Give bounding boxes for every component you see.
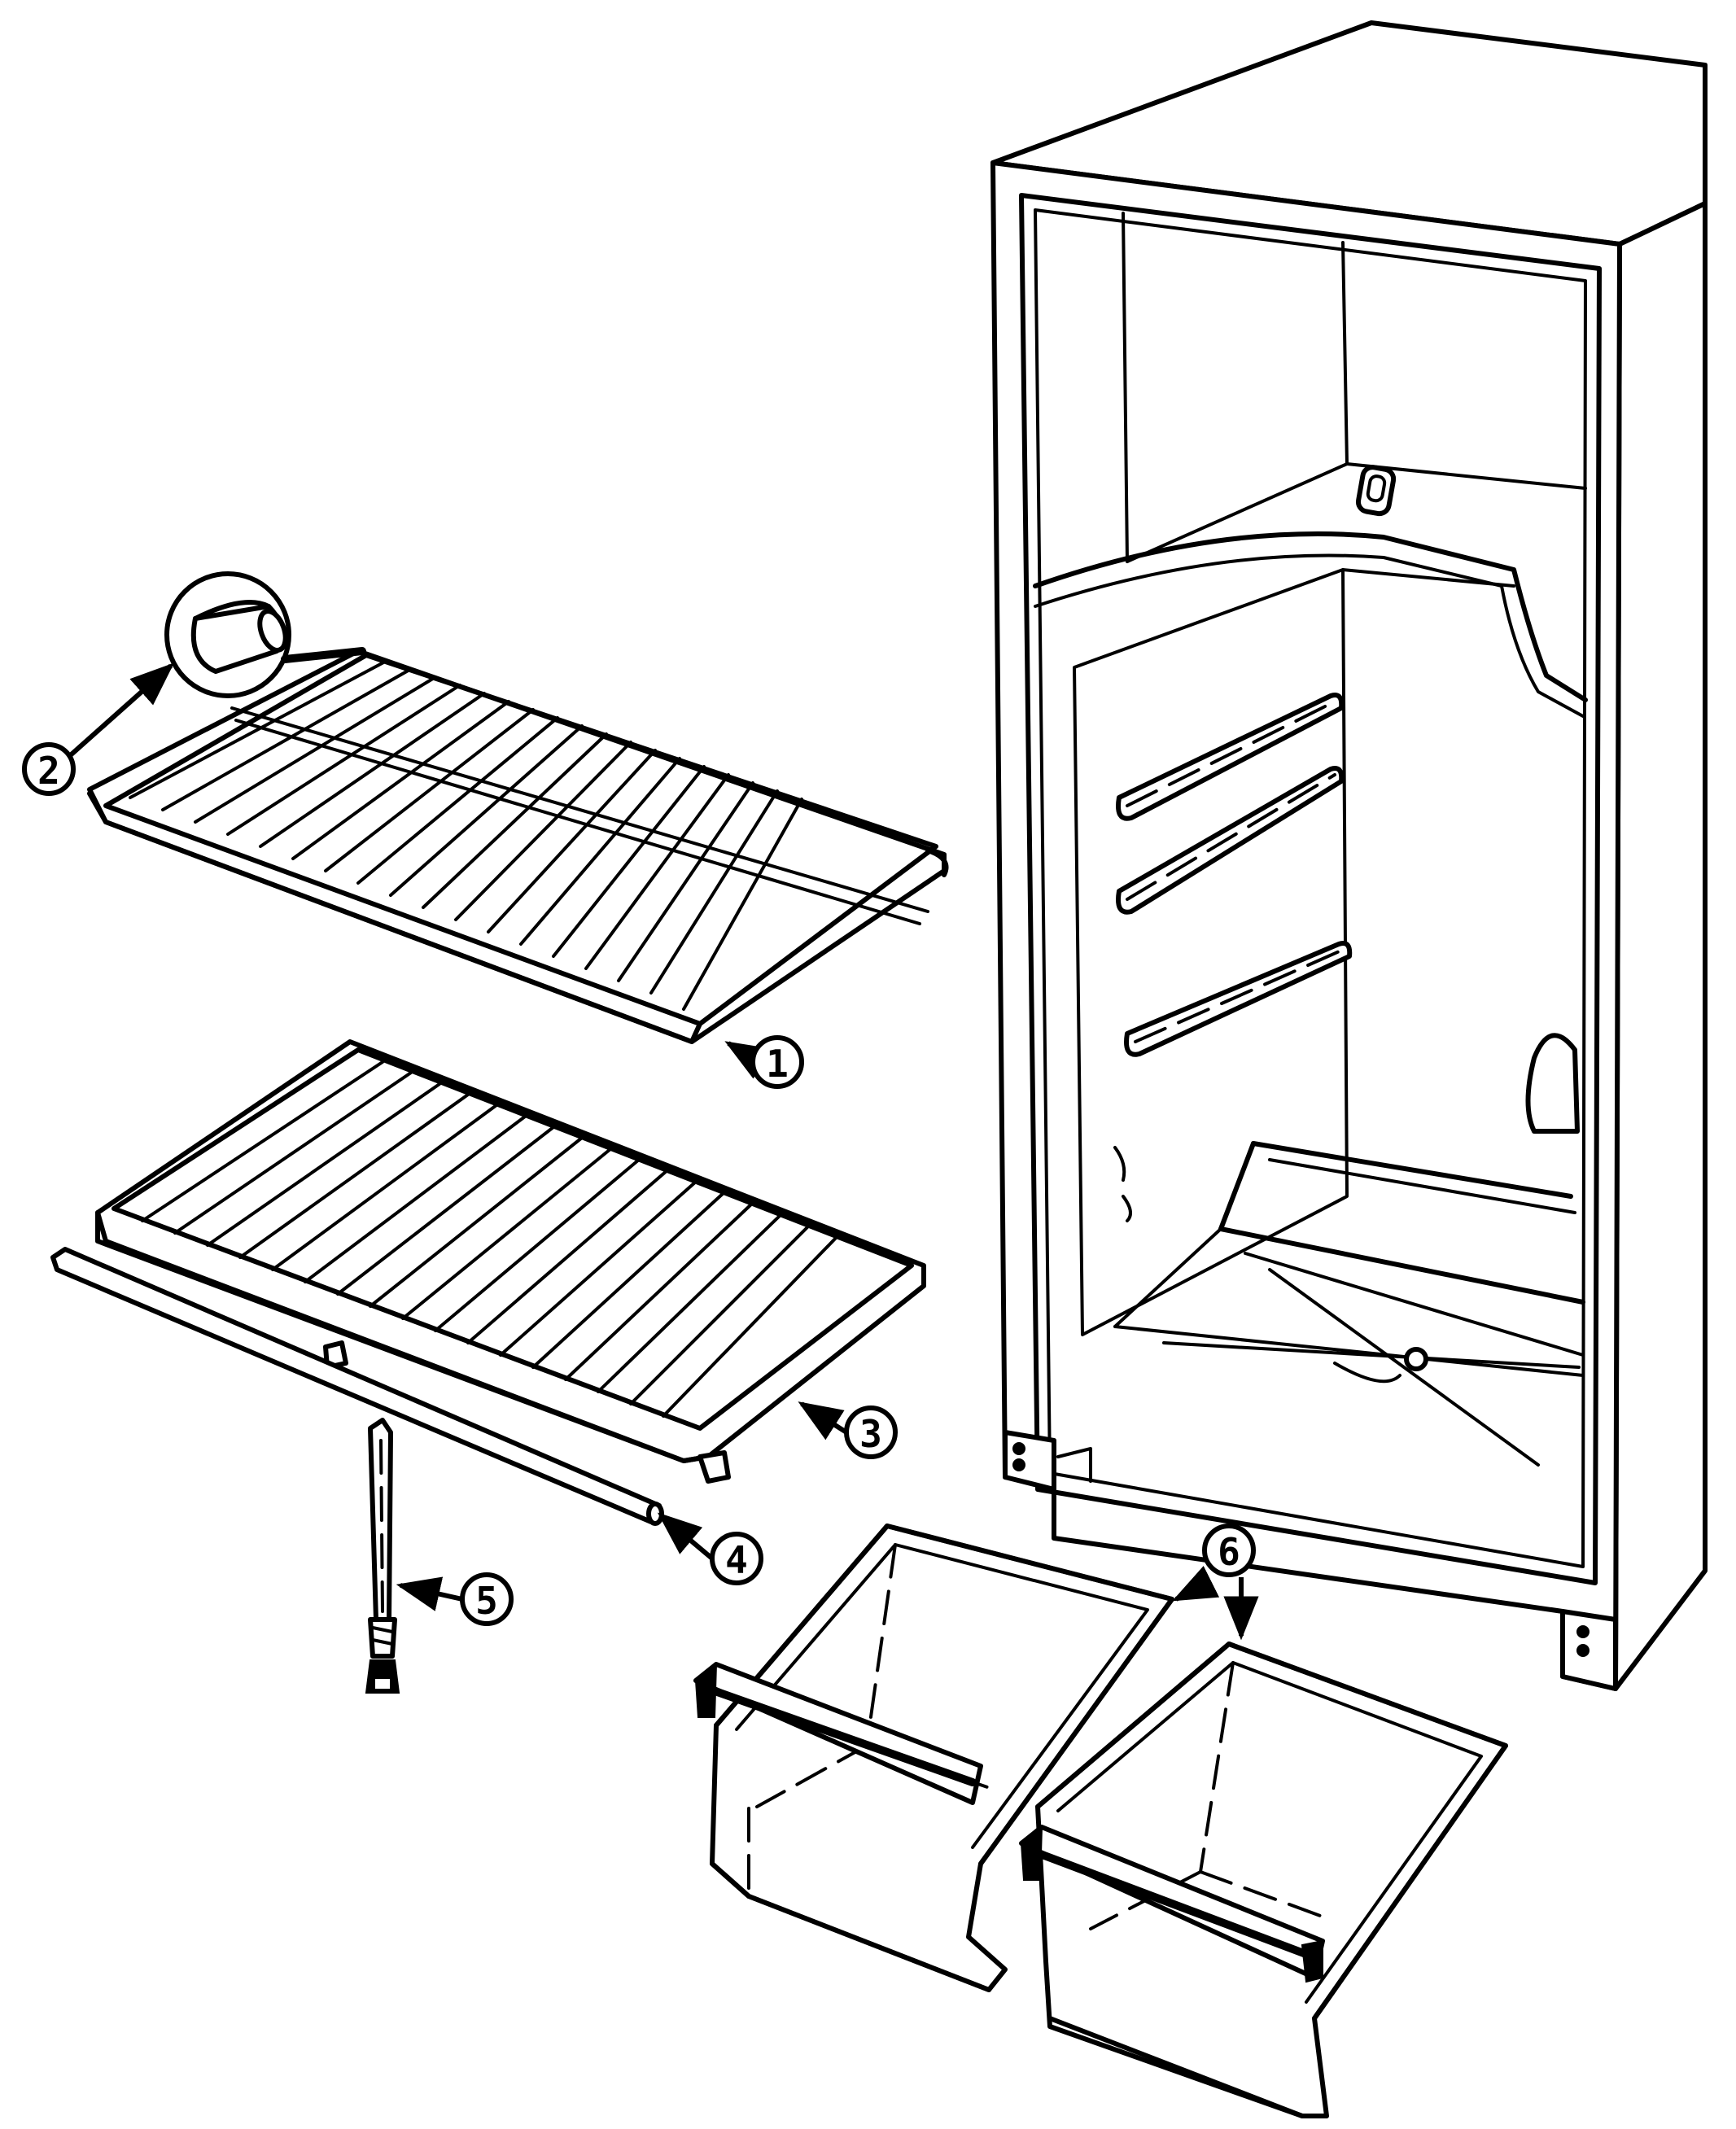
- refrigerator-cabinet: [990, 20, 1708, 1691]
- callout-2-label: 2: [37, 749, 60, 793]
- callout-5-label: 5: [475, 1579, 498, 1623]
- callout-1: 1: [750, 1035, 804, 1089]
- wire-shelf-slats: [129, 659, 929, 1011]
- callout-1-label: 1: [766, 1042, 789, 1086]
- crisper-drawer-right: [1019, 1642, 1508, 2118]
- callout-3: 3: [844, 1405, 898, 1459]
- ribbed-shelf-ribs: [141, 1060, 840, 1418]
- leader-1: [724, 1041, 772, 1079]
- leader-5: [396, 1576, 463, 1611]
- leader-4: [657, 1512, 714, 1561]
- callout-6: 6: [1202, 1524, 1256, 1577]
- callout-3-label: 3: [859, 1412, 882, 1456]
- ribbed-shelf: [95, 1039, 926, 1484]
- leader-lines: [65, 662, 1259, 1641]
- callout-2: 2: [22, 742, 76, 796]
- shelf-rail-3: [1124, 941, 1353, 1057]
- endcap-detail: [164, 571, 366, 698]
- crisper-drawer-left: [693, 1524, 1174, 1992]
- support-pin: [365, 1418, 400, 1694]
- callout-5: 5: [460, 1572, 514, 1626]
- leader-6a: [1172, 1565, 1220, 1602]
- wire-shelf: [87, 649, 949, 1044]
- leader-2: [65, 662, 175, 761]
- shelf-rail-1: [1116, 693, 1345, 821]
- leader-3: [798, 1401, 848, 1440]
- callout-4: 4: [710, 1532, 763, 1585]
- shelf-rail-2: [1116, 766, 1345, 915]
- callout-4-label: 4: [725, 1538, 748, 1582]
- callout-6-label: 6: [1218, 1530, 1240, 1574]
